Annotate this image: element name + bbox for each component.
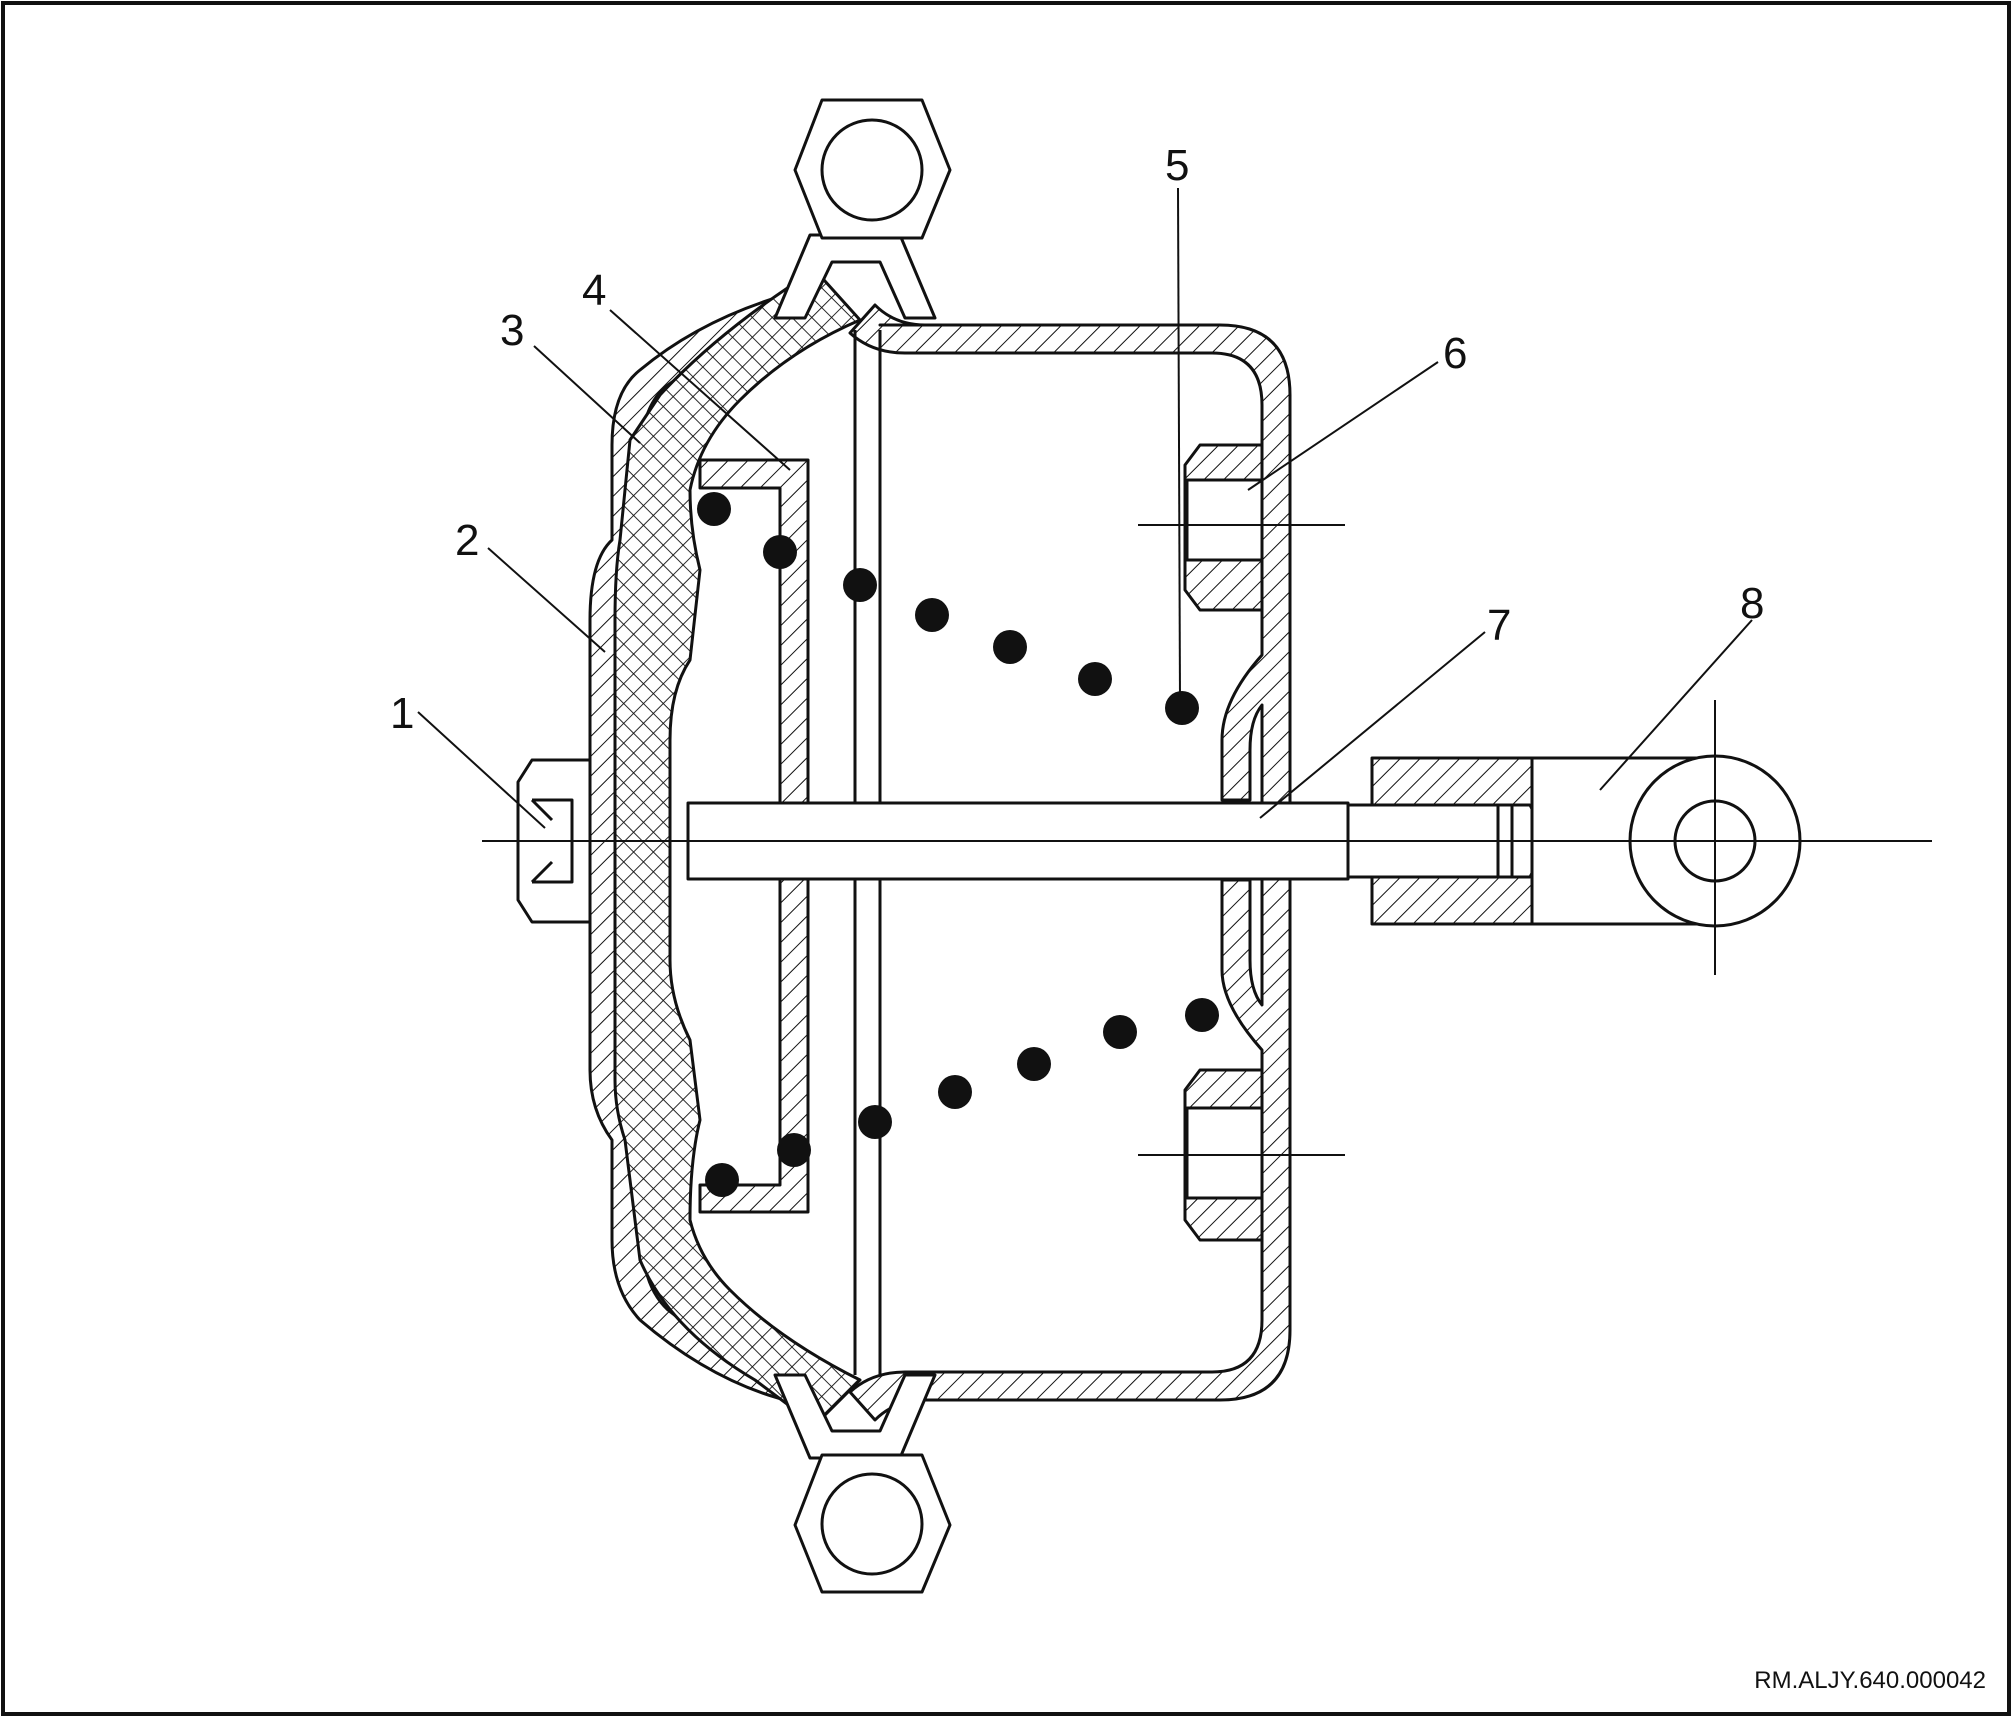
leader-5 [1177, 187, 1181, 701]
clamp-ring-top [773, 233, 937, 320]
callout-2: 2 [455, 516, 479, 565]
reference-code: RM.ALJY.640.000042 [1754, 1667, 1986, 1694]
push-plate [698, 458, 810, 1214]
bolt-head-bottom [820, 1472, 924, 1576]
leader-4 [609, 309, 791, 471]
leader-6 [1247, 361, 1439, 491]
leader-8 [1599, 619, 1753, 791]
diaphragm [613, 268, 862, 1427]
callout-1: 1 [390, 689, 414, 738]
callout-3: 3 [500, 306, 524, 355]
leader-7 [1259, 631, 1486, 819]
leader-3 [533, 345, 641, 444]
callout-4: 4 [582, 266, 606, 315]
leader-1 [417, 711, 546, 829]
return-spring [697, 492, 1219, 1197]
callout-7: 7 [1487, 601, 1511, 650]
callout-5: 5 [1165, 141, 1189, 190]
callout-8: 8 [1740, 579, 1764, 628]
housing-right [848, 303, 1292, 1422]
callout-6: 6 [1443, 329, 1467, 378]
leader-2 [487, 547, 606, 653]
bolt-head-top [820, 118, 924, 222]
